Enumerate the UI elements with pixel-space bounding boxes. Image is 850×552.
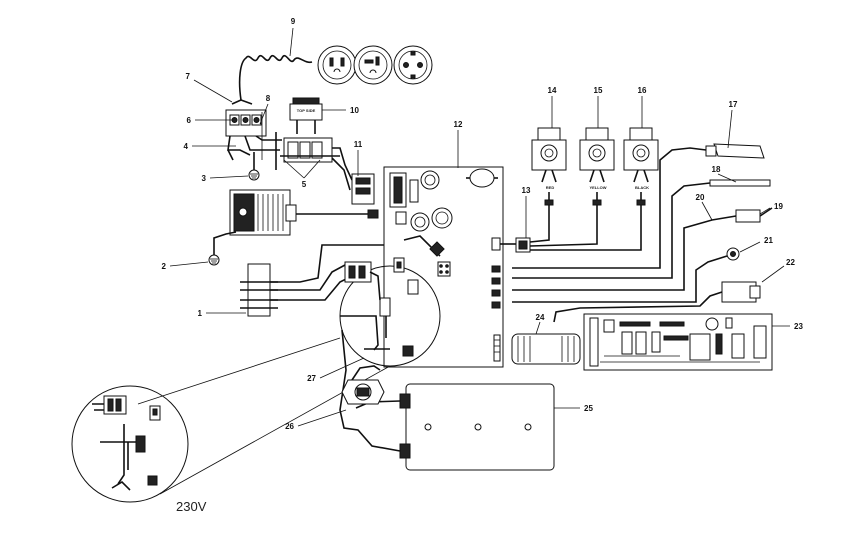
valve-yellow-label: YELLOW	[589, 185, 606, 190]
callout-20: 20	[696, 193, 705, 202]
ground-symbol-3	[248, 152, 260, 181]
callout-10: 10	[350, 106, 359, 115]
display-board	[583, 313, 773, 371]
callout-25: 25	[584, 404, 593, 413]
callout-3: 3	[202, 174, 207, 183]
callout-19: 19	[774, 202, 783, 211]
power-cord	[231, 54, 313, 105]
valve-yellow: YELLOW	[579, 127, 615, 206]
voltage-label: 230V	[176, 499, 207, 514]
connector-11	[331, 147, 375, 205]
callout-14: 14	[548, 86, 557, 95]
callout-24: 24	[536, 313, 545, 322]
terminal-block	[225, 109, 282, 161]
callout-17: 17	[729, 100, 738, 109]
top-switch-label: TOP SIDE	[297, 108, 316, 113]
heater-plate	[339, 329, 555, 471]
plug-receptacle-1	[317, 45, 357, 85]
pump-motor	[213, 189, 379, 255]
valve-black-label: BLACK	[635, 185, 649, 190]
callout-23: 23	[794, 322, 803, 331]
inset-circle	[71, 385, 189, 503]
callout-22: 22	[786, 258, 795, 267]
valve-red-label: RED	[546, 185, 555, 190]
callout-6: 6	[187, 116, 192, 125]
sensor-17	[512, 143, 765, 269]
callout-9: 9	[291, 17, 296, 26]
sensor-21	[512, 247, 740, 303]
ground-symbol-2	[208, 254, 220, 266]
callout-numbers: 9 7 8 6 4 3 5 10 11 12 14 15 16 17 18 19…	[162, 17, 804, 431]
callout-27: 27	[307, 374, 316, 383]
transformer	[240, 244, 384, 317]
magnify-circle	[137, 257, 441, 495]
sensor-22	[553, 281, 761, 323]
callout-13: 13	[522, 186, 531, 195]
valve-red: RED	[531, 127, 567, 206]
callout-7: 7	[186, 72, 191, 81]
switch-19	[512, 207, 773, 291]
thermostat	[341, 365, 385, 405]
callout-16: 16	[638, 86, 647, 95]
callout-15: 15	[594, 86, 603, 95]
plug-receptacle-2	[353, 45, 393, 85]
top-switch: TOP SIDE	[289, 97, 323, 134]
leader-lines	[169, 27, 790, 427]
callout-2: 2	[162, 262, 167, 271]
callout-18: 18	[712, 165, 721, 174]
callout-4: 4	[184, 142, 189, 151]
sensor-18	[512, 179, 771, 279]
callout-5: 5	[302, 180, 307, 189]
callout-1: 1	[198, 309, 203, 318]
callout-8: 8	[266, 94, 271, 103]
relay-module	[275, 132, 340, 170]
plug-receptacle-3	[393, 45, 433, 85]
callout-11: 11	[354, 140, 363, 149]
callout-26: 26	[285, 422, 294, 431]
water-valves: RED YELLOW BLACK	[500, 127, 659, 253]
callout-21: 21	[764, 236, 773, 245]
valve-black: BLACK	[623, 127, 659, 206]
ribbon-cable	[511, 333, 581, 365]
callout-12: 12	[454, 120, 463, 129]
